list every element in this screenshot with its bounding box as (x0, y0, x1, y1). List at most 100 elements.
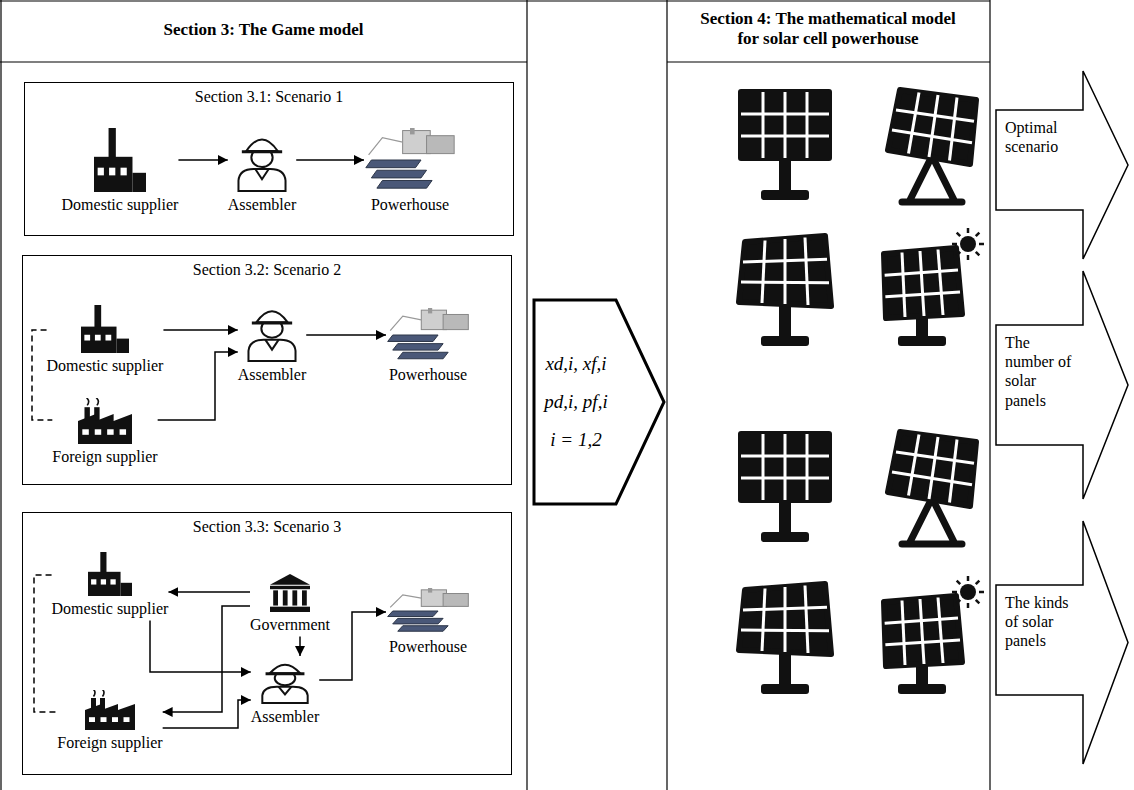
dashed-link (32, 330, 52, 420)
solar-panel-icon (888, 432, 976, 544)
panel-base (761, 684, 809, 694)
panel-grid (762, 589, 765, 652)
sun (960, 584, 976, 600)
panel-grid (929, 95, 938, 157)
panel-base (761, 190, 809, 200)
flow-arrow (296, 159, 364, 161)
panel-grid (909, 93, 920, 154)
solar-panel-icon (884, 228, 984, 346)
actor-icon (88, 552, 132, 596)
solar-panel-icon (739, 584, 831, 694)
panel-grid (892, 472, 972, 485)
solar-panel-icon (741, 92, 829, 200)
panel-row (377, 180, 432, 188)
panel-grid (743, 259, 827, 262)
panel-grid (920, 599, 924, 664)
actor-icon (386, 588, 470, 634)
actor-node: Foreign supplier (52, 398, 157, 468)
flow-arrow (158, 352, 238, 420)
panel-grid (784, 239, 787, 304)
dashed-link (34, 575, 57, 712)
pentagon-outline (534, 300, 664, 504)
scenario-box: Section 3.1: Scenario 1 Domestic supplier… (24, 82, 514, 236)
actor-label: Domestic supplier (62, 196, 179, 214)
smoke (101, 690, 104, 696)
panel-base (898, 684, 946, 694)
panel-grid (805, 586, 808, 654)
factory-window (123, 717, 129, 722)
actor-icon (94, 128, 146, 192)
sun-ray (957, 600, 961, 604)
sun-ray (979, 243, 984, 246)
result-text: Optimal scenario (1005, 118, 1077, 156)
panel-face (739, 236, 831, 306)
panel-face (739, 584, 831, 654)
actor-icon (234, 128, 290, 192)
result-text: The number of solar panels (1005, 333, 1077, 410)
flow-arrow (163, 329, 237, 331)
panel-grid (896, 452, 974, 463)
factory-window (112, 717, 118, 722)
actor-icon (244, 300, 300, 362)
header-line (0, 61, 527, 62)
frame-line (0, 0, 1, 790)
actor-node: Powerhouse (386, 588, 470, 658)
plant-building (443, 314, 468, 329)
factory-window (101, 579, 106, 584)
panel-base (761, 336, 809, 346)
frame-line (0, 0, 990, 1)
factory-window (95, 429, 101, 435)
factory-window (105, 335, 111, 341)
panel-row (398, 352, 448, 358)
panel-base (898, 336, 946, 346)
actor-icon (81, 305, 129, 353)
panel-grid (938, 598, 943, 664)
result-chevron: Optimal scenario (995, 70, 1130, 260)
panel-grid (762, 92, 765, 158)
factory-body (81, 327, 117, 353)
panel-grid (902, 253, 905, 318)
actor-node: Foreign supplier (57, 690, 162, 754)
column (302, 590, 307, 605)
variable-text: i = 1,2 (550, 429, 601, 451)
panel-face (884, 248, 962, 318)
actor-node: Domestic supplier (52, 552, 169, 620)
sun-ray (967, 576, 970, 581)
factory-body (88, 572, 121, 596)
factory-body (94, 157, 132, 192)
panel-row (393, 344, 443, 350)
scenario-title: Section 3.1: Scenario 1 (25, 83, 513, 106)
actor-node: Powerhouse (386, 308, 470, 386)
panel-row (371, 170, 426, 178)
hard-hat (270, 665, 300, 674)
plant-stack (428, 588, 432, 593)
panel-grid (929, 437, 938, 499)
panel-grid (885, 618, 958, 623)
sun-ray (952, 243, 957, 246)
factory-window (107, 429, 113, 435)
plant-building (427, 136, 455, 154)
smoke (95, 398, 98, 405)
actor-label: Assembler (238, 366, 306, 384)
header-line (667, 61, 990, 62)
panel-grid (885, 292, 960, 297)
shape-outline (995, 70, 1130, 260)
sun-ray (976, 233, 980, 237)
chevron-outline (996, 271, 1128, 499)
panel-face (741, 434, 829, 500)
worker-collar (255, 169, 268, 179)
column (283, 590, 288, 605)
worker-body (262, 687, 307, 703)
factory-window (95, 335, 101, 341)
solar-panel-icon (884, 576, 984, 694)
factory-annex (132, 173, 146, 192)
panel-grid (741, 455, 829, 458)
actor-icon (258, 656, 312, 704)
panel-grid (784, 92, 787, 158)
actor-node: Powerhouse (364, 128, 456, 216)
panel-row (393, 618, 443, 624)
factory-window (109, 168, 115, 176)
actor-label: Powerhouse (364, 196, 456, 214)
panel-grid (920, 251, 924, 316)
